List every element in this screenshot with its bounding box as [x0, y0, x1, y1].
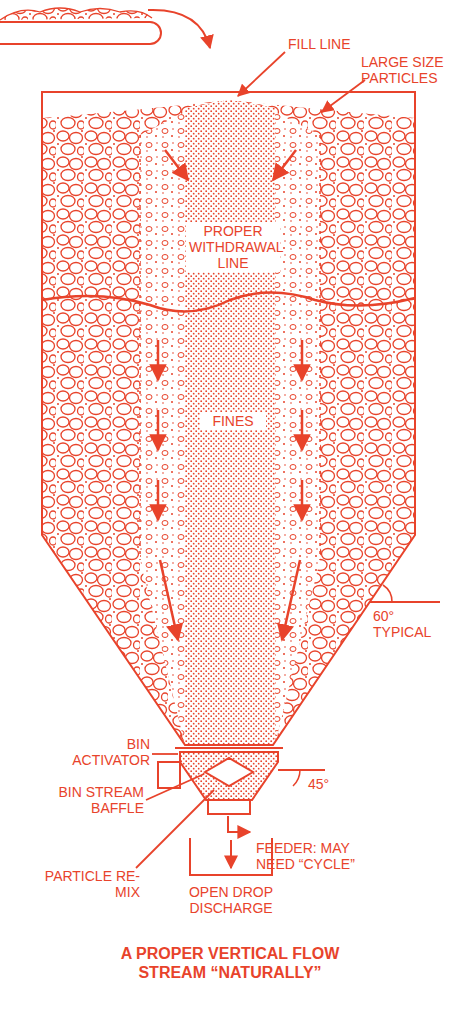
- particles-label: LARGE SIZE PARTICLES: [361, 54, 455, 86]
- withdrawal-label: PROPER WITHDRAWAL LINE: [186, 222, 280, 272]
- bin-wall: [42, 92, 415, 745]
- feeder-label: FEEDER: MAY NEED “CYCLE”: [256, 840, 386, 872]
- remix-label: PARTICLE RE-MIX: [40, 868, 140, 900]
- angle-label: 60° TYPICAL: [373, 608, 455, 640]
- activator-label: BIN ACTIVATOR: [62, 736, 150, 768]
- angle-label: 45°: [308, 776, 358, 792]
- angle-mark: [370, 585, 440, 602]
- bin-contents: [42, 100, 415, 760]
- conveyor: [0, 8, 210, 48]
- baffle-label: BIN STREAM BAFFLE: [58, 784, 144, 816]
- discharge-label: OPEN DROP DISCHARGE: [168, 884, 294, 916]
- flow-arrows: [140, 135, 320, 640]
- fines-label: FINES: [200, 412, 266, 430]
- figure-caption: A PROPER VERTICAL FLOW STREAM “NATURALLY…: [100, 944, 360, 982]
- leader-lines: [136, 52, 365, 868]
- bin-activator: [158, 748, 325, 814]
- fill-line-label: FILL LINE: [288, 36, 408, 52]
- withdrawal-line: [42, 293, 415, 312]
